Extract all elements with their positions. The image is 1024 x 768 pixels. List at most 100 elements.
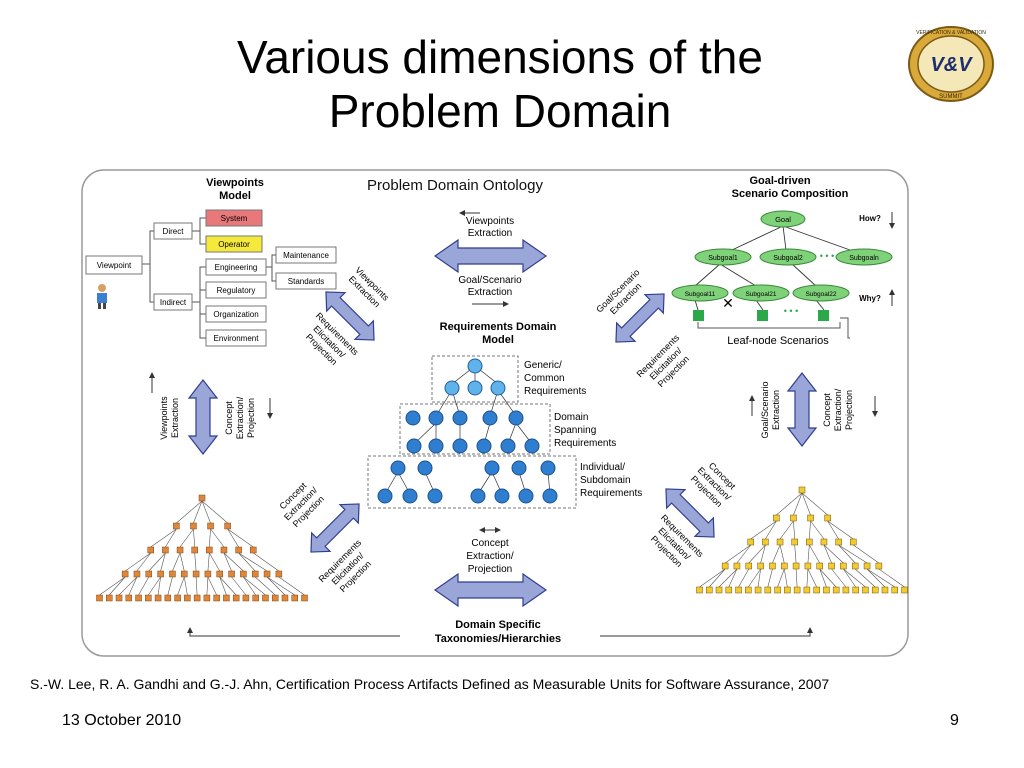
orange-tree-edge — [165, 528, 177, 548]
yellow-tree-node — [803, 586, 811, 594]
goal-heading-1: Goal-driven — [749, 175, 810, 187]
spanning-node-4 — [482, 410, 498, 426]
orange-tree-node — [176, 546, 184, 554]
generic-node-2 — [467, 380, 483, 396]
system-label: System — [221, 214, 248, 223]
req-heading-1: Requirements Domain — [440, 321, 557, 333]
leaf-node-1 — [693, 310, 704, 321]
slide-title-line2: Problem Domain — [328, 85, 672, 137]
leaf-node-3 — [818, 310, 829, 321]
regulatory-box — [205, 281, 267, 299]
individual-node-12 — [542, 488, 558, 504]
goal-node — [760, 210, 806, 228]
goal-heading-2: Scenario Composition — [732, 188, 849, 200]
left-mid-b-line2: Extraction/ — [235, 396, 245, 439]
left-mid-a-line2: Extraction — [170, 398, 180, 438]
orange-tree-edge — [128, 576, 138, 596]
spanning-node-8 — [452, 438, 468, 454]
orange-tree-edge — [172, 552, 181, 572]
right-lower-double-arrow — [665, 488, 715, 538]
yellow-tree-edge — [827, 520, 839, 540]
top-arrow-lower-line2: Extraction — [468, 287, 512, 298]
orange-tree-node — [198, 494, 206, 502]
individual-node-4 — [511, 460, 527, 476]
orange-tree-node — [169, 570, 176, 578]
yellow-tree-node — [824, 514, 831, 522]
yellow-tree-node — [901, 586, 908, 594]
spanning-node-6 — [406, 438, 422, 454]
spanning-label-1: Domain — [554, 412, 588, 423]
slide-title: Various dimensions of the Problem Domain — [110, 30, 890, 138]
orange-taxonomy-tree — [96, 494, 308, 602]
orange-tree-edge — [206, 576, 209, 596]
orange-tree-edge — [207, 576, 217, 596]
subgoal11-node — [671, 284, 729, 302]
yellow-tree-edge — [795, 568, 798, 588]
yellow-tree-edge — [809, 544, 820, 564]
yellow-tree-edge — [748, 568, 761, 588]
leaf-node-2 — [757, 310, 768, 321]
orange-tree-edge — [253, 552, 280, 572]
orange-tree-node — [228, 570, 235, 578]
generic-label-2: Common — [524, 373, 565, 384]
organization-box — [205, 305, 267, 323]
orange-tree-edge — [209, 552, 221, 572]
yellow-tree-node — [840, 562, 847, 570]
spanning-label-3: Requirements — [554, 438, 616, 449]
yellow-tree-edge — [838, 544, 868, 564]
yellow-tree-node — [842, 586, 850, 594]
logo-top-text: VERIFICATION & VALIDATION — [916, 30, 986, 36]
orange-tree-node — [96, 594, 103, 602]
yellow-tree-node — [798, 486, 806, 494]
generic-label-1: Generic/ — [524, 360, 562, 371]
orange-tree-edge — [243, 576, 266, 596]
taxonomy-heading-1: Domain Specific — [455, 619, 541, 631]
yellow-tree-edge — [736, 544, 751, 564]
orange-tree-edge — [278, 576, 305, 596]
orange-tree-node — [145, 594, 152, 602]
orange-tree-edge — [238, 552, 268, 572]
orange-tree-edge — [118, 576, 138, 596]
yellow-tree-node — [804, 562, 812, 570]
orange-tree-node — [213, 594, 220, 602]
yellow-tree-edge — [728, 568, 738, 588]
yellow-tree-node — [735, 586, 742, 594]
yellow-tree-edge — [810, 520, 825, 540]
subgoal21-label: Subgoal21 — [745, 291, 776, 298]
req-heading-2: Model — [482, 334, 514, 346]
generic-tier-box — [431, 355, 519, 403]
orange-tree-edge — [227, 528, 239, 548]
page-number: 9 — [950, 712, 959, 729]
orange-tree-edge — [99, 576, 126, 596]
subgoal11-label: Subgoal11 — [685, 291, 716, 298]
yellow-tree-edge — [819, 568, 827, 588]
yellow-tree-node — [747, 538, 754, 546]
orange-tree-edge — [207, 552, 210, 572]
orange-tree-node — [216, 570, 223, 578]
yellow-tree-edge — [855, 568, 876, 588]
yellow-tree-node — [862, 586, 869, 594]
orange-tree-edge — [176, 500, 203, 524]
spanning-node-5 — [508, 410, 524, 426]
orange-tree-edge — [227, 528, 254, 548]
yellow-tree-node — [828, 562, 835, 570]
left-lower-double-arrow — [310, 503, 360, 553]
orange-tree-node — [154, 594, 162, 602]
yellow-tree-edge — [772, 544, 781, 564]
orange-tree-node — [145, 570, 153, 578]
yellow-tree-edge — [819, 568, 837, 588]
orange-tree-edge — [148, 552, 166, 572]
yellow-tree-edge — [748, 544, 766, 564]
yellow-tree-edge — [767, 568, 773, 588]
yellow-tree-edge — [801, 492, 828, 516]
individual-node-6 — [377, 488, 393, 504]
orange-tree-edge — [201, 500, 228, 524]
subgoal-ellipsis: • • • — [820, 251, 834, 261]
yellow-tree-edge — [794, 544, 797, 564]
orange-tree-edge — [136, 552, 151, 572]
goal-node-label: Goal — [775, 215, 791, 224]
orange-tree-node — [220, 546, 228, 554]
viewpoint-root-box — [85, 255, 143, 275]
generic-node-3 — [490, 380, 506, 396]
left-mid-a-line1: Viewpoints — [159, 396, 169, 440]
